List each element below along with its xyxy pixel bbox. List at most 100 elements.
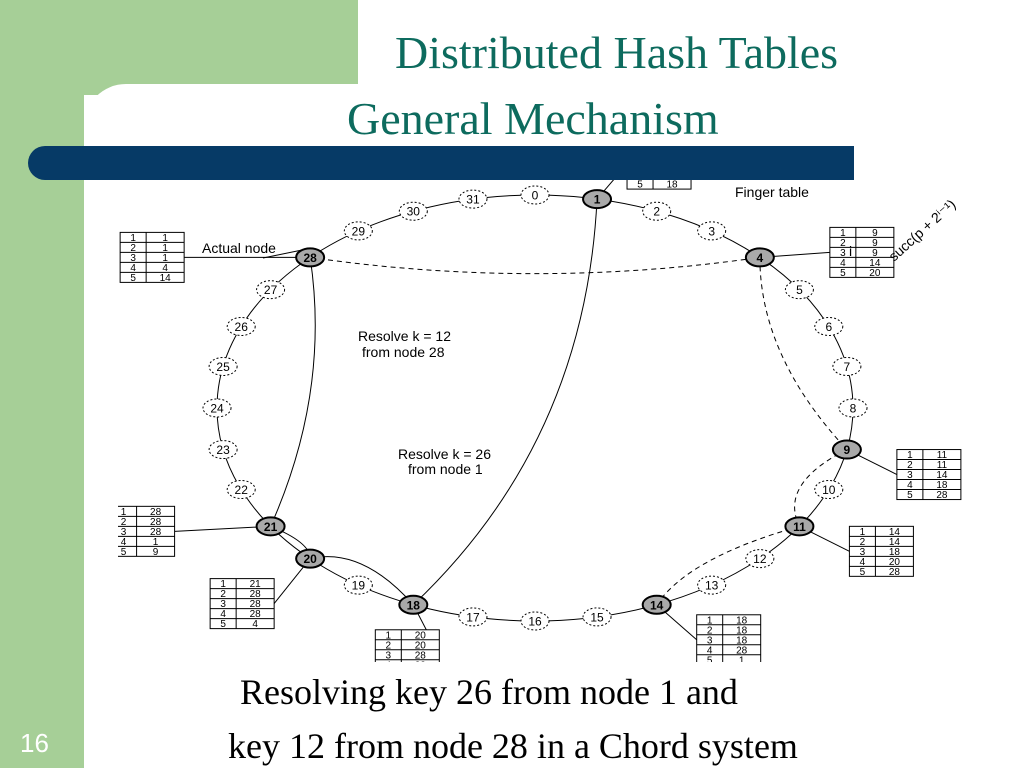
identifier-circle — [343, 575, 373, 595]
identifier-circle — [458, 607, 488, 627]
table-cell-succ: 1 — [153, 537, 159, 548]
table-frame — [848, 525, 914, 577]
table-frame — [119, 231, 185, 283]
table-cell-i: 3 — [840, 248, 846, 259]
table-cell-succ: 28 — [150, 507, 162, 518]
table-cell-i: 1 — [386, 630, 392, 641]
table-cell-i: 3 — [386, 650, 392, 661]
resolve-12-line1: Resolve k = 12 — [358, 328, 451, 344]
table-cell-succ: 18 — [736, 635, 748, 646]
table-cell-succ: 28 — [889, 567, 901, 578]
slide-subtitle: General Mechanism — [347, 93, 719, 144]
table-cell-succ: 20 — [889, 557, 901, 568]
node-id-label: 1 — [594, 193, 601, 207]
table-cell-succ: 21 — [250, 579, 262, 590]
lookup-arrow-k26 — [412, 199, 598, 606]
table-cell-succ: 28 — [250, 589, 262, 600]
table-cell-succ: 28 — [250, 599, 262, 610]
actual-node-21: 21 — [255, 516, 286, 537]
identifier-circle — [226, 480, 256, 500]
lookup-arrow-k26 — [270, 256, 316, 527]
identifier-23: 23 — [208, 440, 238, 460]
table-cell-succ: 9 — [153, 547, 159, 558]
table-cell-i: 4 — [121, 537, 127, 548]
table-cell-i: 2 — [220, 589, 226, 600]
table-cell-succ: 20 — [869, 268, 881, 279]
table-cell-succ: 18 — [889, 547, 901, 558]
title-underline-bar — [28, 146, 854, 180]
table-cell-succ: 14 — [889, 527, 901, 538]
table-cell-i: 4 — [907, 480, 913, 491]
table-cell-i: 1 — [907, 450, 913, 461]
table-cell-succ: 9 — [872, 248, 878, 259]
actual-node-18: 18 — [398, 594, 429, 615]
table-cell-i: 5 — [907, 490, 913, 501]
caption-line-2: key 12 from node 28 in a Chord system — [228, 726, 798, 766]
resolve-26-line2: from node 1 — [408, 461, 483, 477]
node-id-label: 3 — [708, 224, 715, 238]
identifier-circle — [838, 398, 868, 418]
lookup-arrow-k12 — [759, 257, 848, 451]
actual-node-label: Actual node — [202, 240, 276, 256]
table-frame — [118, 505, 176, 557]
identifier-30: 30 — [398, 201, 428, 221]
identifier-circle — [202, 398, 232, 418]
table-cell-succ: 20 — [415, 640, 427, 651]
table-cell-succ: 11 — [937, 460, 948, 471]
table-cell-i: 2 — [121, 517, 127, 528]
table-frame — [696, 614, 762, 662]
node-id-label: 20 — [303, 552, 317, 566]
node-id-label: 15 — [590, 610, 604, 624]
identifier-0: 0 — [520, 185, 550, 205]
table-cell-succ: 14 — [160, 273, 172, 284]
node-id-label: 7 — [844, 360, 851, 374]
actual-node-1: 1 — [582, 189, 613, 210]
identifier-circle — [582, 607, 612, 627]
table-cell-succ: 1 — [162, 243, 168, 254]
identifier-8: 8 — [838, 398, 868, 418]
table-cell-i: 3 — [121, 527, 127, 538]
table-cell-i: 1 — [840, 228, 846, 239]
table-cell-succ: 9 — [669, 180, 675, 181]
identifier-10: 10 — [814, 480, 844, 500]
actual-node-20: 20 — [295, 548, 326, 569]
node-id-label: 9 — [844, 443, 851, 457]
actual-node-28: 28 — [295, 247, 326, 268]
node-id-label: 10 — [822, 483, 836, 497]
table-cell-succ: 28 — [415, 650, 427, 661]
table-cell-succ: 28 — [736, 645, 748, 656]
table-cell-succ: 4 — [162, 263, 168, 274]
table-cell-i: 2 — [707, 625, 713, 636]
table-cell-i: 2 — [130, 243, 136, 254]
identifier-7: 7 — [832, 356, 862, 376]
table-cell-succ: 28 — [250, 609, 262, 620]
table-cell-succ: 18 — [736, 625, 748, 636]
identifier-circle — [832, 356, 862, 376]
identifier-19: 19 — [343, 575, 373, 595]
table-cell-i: 3 — [220, 599, 226, 610]
table-cell-i: 1 — [121, 507, 127, 518]
top-decor-band — [0, 0, 358, 95]
node-id-label: 26 — [235, 320, 249, 334]
node-id-label: 21 — [264, 520, 278, 534]
node-id-label: 8 — [850, 402, 857, 416]
identifier-circle — [697, 221, 727, 241]
resolve-26-line1: Resolve k = 26 — [398, 446, 491, 462]
table-cell-i: 2 — [840, 238, 846, 249]
identifier-6: 6 — [814, 316, 844, 336]
table-cell-succ: 1 — [162, 233, 168, 244]
identifier-29: 29 — [343, 221, 373, 241]
identifier-circle — [814, 316, 844, 336]
identifier-2: 2 — [642, 201, 672, 221]
node-circle — [831, 439, 862, 460]
identifier-17: 17 — [458, 607, 488, 627]
table-cell-i: 4 — [840, 258, 846, 269]
table-frame — [829, 226, 895, 278]
lookup-arrow-k12 — [310, 254, 761, 275]
